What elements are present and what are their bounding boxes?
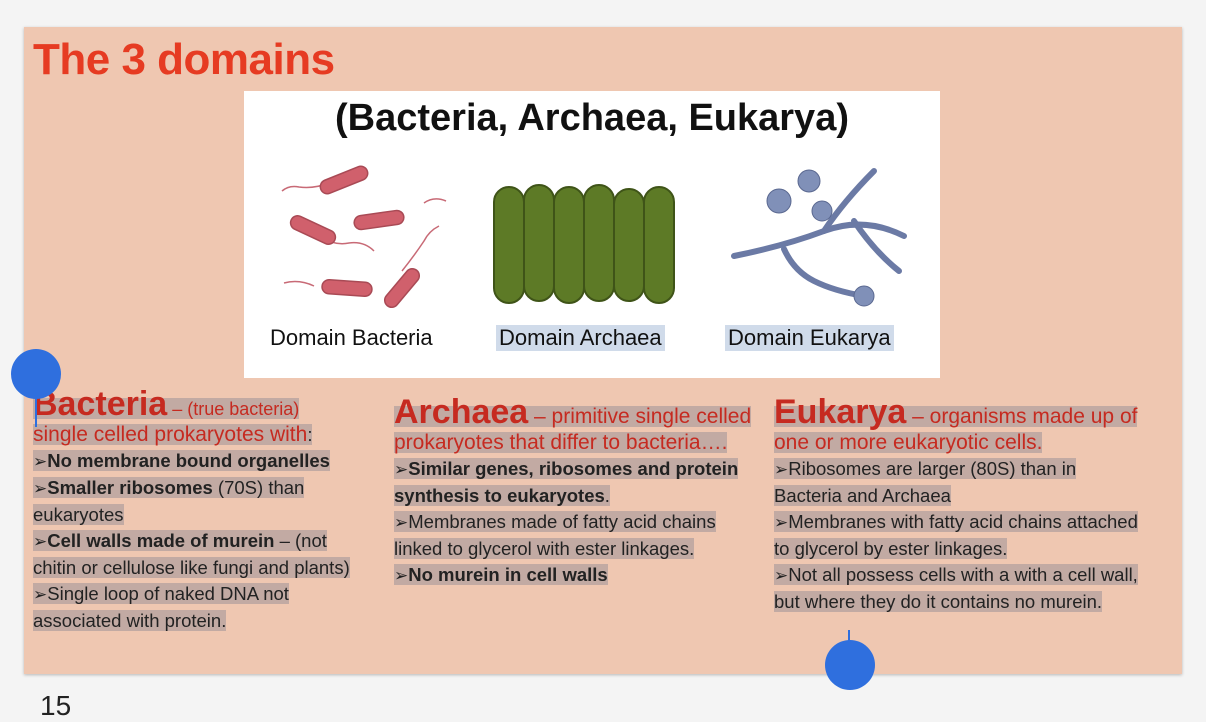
bullet-arrow-icon: ➢ bbox=[33, 532, 48, 551]
eukarya-point-text: Membranes with fatty acid chains attache… bbox=[774, 511, 1138, 559]
label-domain-bacteria: Domain Bacteria bbox=[270, 325, 433, 350]
bacteria-column[interactable]: Bacteria – (true bacteria) single celled… bbox=[33, 387, 368, 634]
archaea-heading: Archaea bbox=[394, 393, 529, 431]
bacteria-subtitle: – (true bacteria) bbox=[167, 399, 300, 419]
bullet-arrow-icon: ➢ bbox=[774, 460, 789, 479]
bacteria-point-bold: Cell walls made of murein bbox=[47, 530, 275, 551]
label-domain-archaea: Domain Archaea bbox=[496, 325, 665, 351]
archaea-point-bold: No murein in cell walls bbox=[408, 564, 608, 585]
page-number: 15 bbox=[40, 690, 72, 721]
label-domain-eukarya: Domain Eukarya bbox=[725, 325, 894, 351]
bacteria-illustration bbox=[281, 165, 447, 309]
selection-end-handle[interactable] bbox=[825, 640, 875, 690]
bullet-arrow-icon: ➢ bbox=[33, 479, 48, 498]
bacteria-heading: Bacteria bbox=[33, 385, 168, 423]
archaea-point-text: Membranes made of fatty acid chains link… bbox=[394, 511, 716, 559]
eukarya-point-text: Not all possess cells with a with a cell… bbox=[774, 564, 1138, 612]
bullet-arrow-icon: ➢ bbox=[774, 566, 789, 585]
eukarya-heading: Eukarya bbox=[774, 393, 907, 431]
selection-end-caret bbox=[848, 630, 850, 646]
eukarya-point-text: Ribosomes are larger (80S) than in Bacte… bbox=[774, 458, 1077, 506]
bullet-arrow-icon: ➢ bbox=[33, 452, 48, 471]
bacteria-intro-end: : bbox=[307, 424, 313, 445]
selection-start-handle[interactable] bbox=[11, 349, 61, 399]
bullet-arrow-icon: ➢ bbox=[774, 513, 789, 532]
bullet-arrow-icon: ➢ bbox=[394, 460, 409, 479]
archaea-subtitle: – primitive single celled prokaryotes th… bbox=[394, 405, 752, 454]
eukarya-subtitle: – organisms made up of one or more eukar… bbox=[774, 405, 1138, 454]
archaea-point-text: . bbox=[604, 485, 610, 506]
figure-title: (Bacteria, Archaea, Eukarya) bbox=[335, 97, 849, 139]
bacteria-intro: single celled prokaryotes with bbox=[33, 423, 308, 446]
bacteria-point-text: Single loop of naked DNA not associated … bbox=[33, 583, 289, 631]
slide: The 3 domains (Bacteria, Archaea, Eukary… bbox=[24, 27, 1182, 674]
archaea-illustration bbox=[493, 184, 675, 304]
domains-figure: (Bacteria, Archaea, Eukarya) bbox=[244, 91, 940, 378]
eukarya-illustration bbox=[731, 168, 907, 307]
archaea-column[interactable]: Archaea – primitive single celled prokar… bbox=[394, 395, 752, 589]
archaea-point-bold: Similar genes, ribosomes and protein syn… bbox=[394, 458, 739, 506]
eukarya-column[interactable]: Eukarya – organisms made up of one or mo… bbox=[774, 395, 1146, 615]
bacteria-point-bold: No membrane bound organelles bbox=[47, 450, 330, 471]
slide-title: The 3 domains bbox=[33, 35, 335, 84]
bacteria-point-text: (70S) than eukaryotes bbox=[33, 477, 305, 525]
bullet-arrow-icon: ➢ bbox=[33, 585, 48, 604]
selection-start-caret bbox=[35, 395, 37, 427]
bacteria-point-bold: Smaller ribosomes bbox=[47, 477, 213, 498]
bullet-arrow-icon: ➢ bbox=[394, 566, 409, 585]
bullet-arrow-icon: ➢ bbox=[394, 513, 409, 532]
bacteria-point-text: – (not chitin or cellulose like fungi an… bbox=[33, 530, 350, 578]
